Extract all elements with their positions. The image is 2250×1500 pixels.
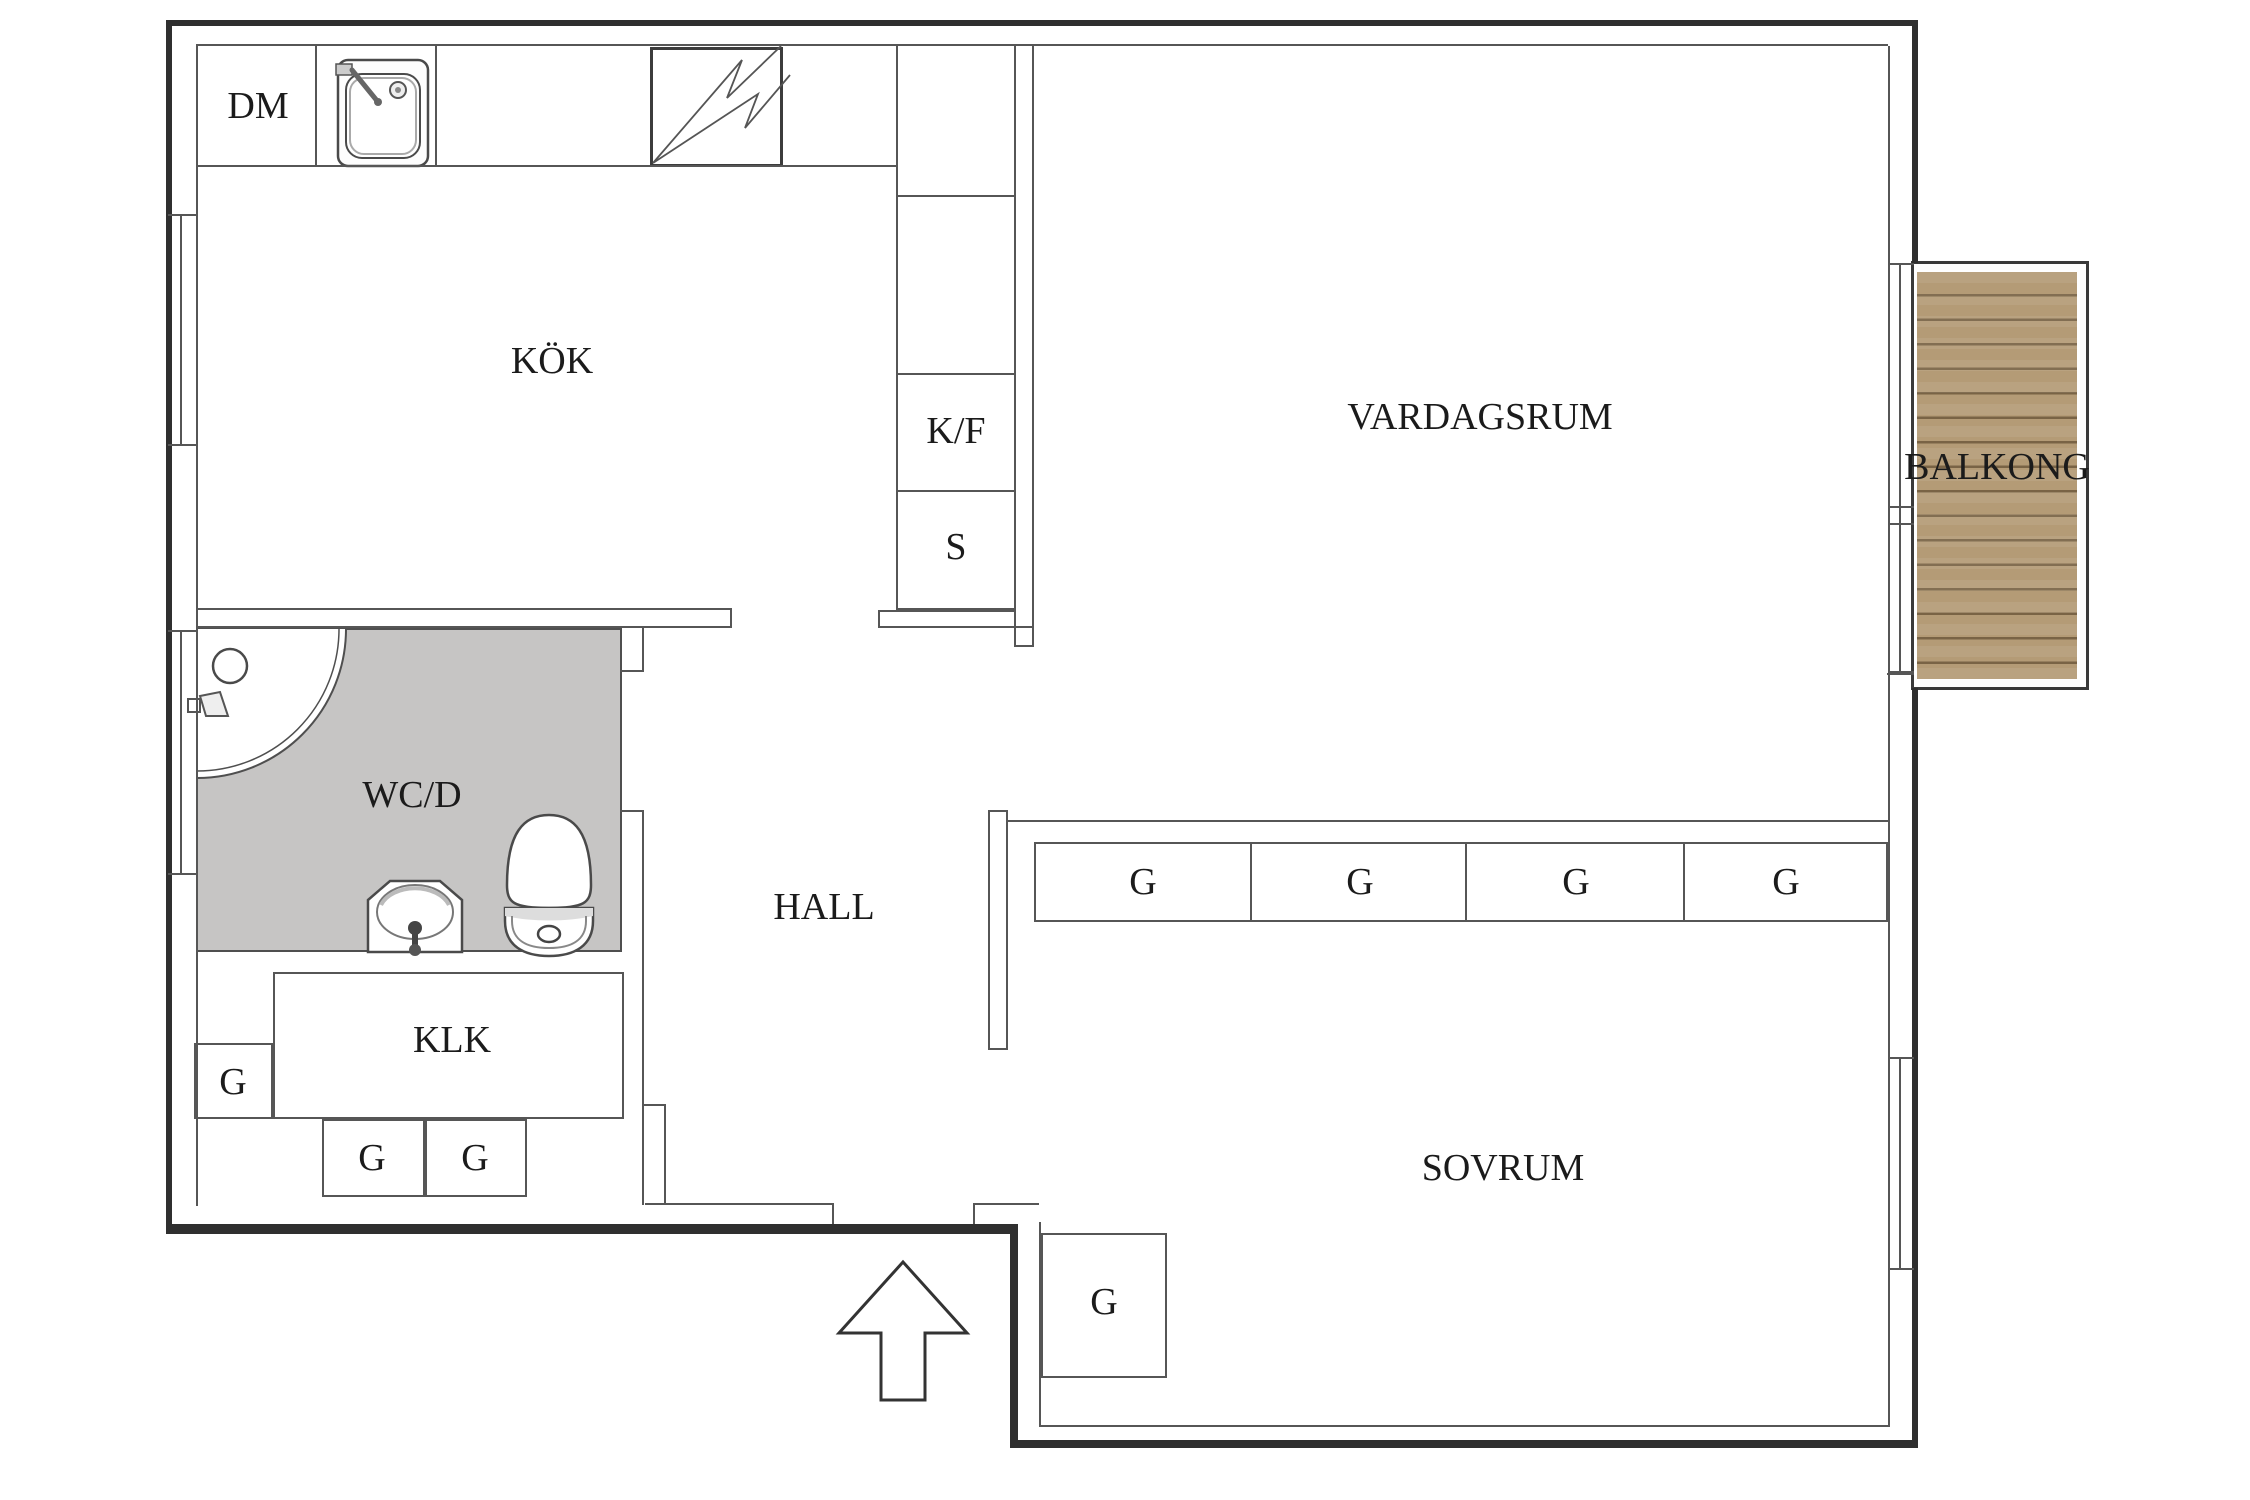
wardrobe-row-divider (1465, 842, 1467, 922)
closet-klk-box (273, 972, 624, 1119)
wall-entry-vertical-outer (1010, 1224, 1018, 1448)
wardrobe-label-klk-1: G (358, 1137, 386, 1179)
bedroom-wall-right (1006, 810, 1008, 1050)
wall-left-outer (166, 20, 172, 1232)
wardrobe-row-box (1034, 842, 1888, 922)
column-divider (898, 195, 1015, 197)
wardrobe-klk-box-1 (322, 1119, 425, 1197)
window-tick (1888, 1268, 1914, 1270)
counter-divider-sink (435, 44, 437, 167)
wall-cap (988, 1048, 1008, 1050)
wall-top-outer (166, 20, 1918, 26)
wall-right-outer-lower (1912, 688, 1918, 1448)
dishwasher-label: DM (227, 85, 289, 127)
fridge-freezer-label: K/F (926, 410, 986, 452)
wall-right-outer-upper (1912, 20, 1918, 263)
wall-step-vertical (664, 1104, 666, 1205)
room-label-bedroom: SOVRUM (1421, 1147, 1585, 1189)
bedroom-wall-left (988, 810, 990, 1050)
wall-right-inner (1888, 46, 1890, 1427)
column-bottom (898, 608, 1015, 610)
door-jamb (973, 1203, 975, 1224)
door-jamb (730, 608, 732, 628)
sink-icon (335, 58, 430, 168)
wall-top-inner (196, 44, 1888, 46)
wall-bottom-right-outer (1010, 1440, 1918, 1448)
wall-step (642, 1104, 666, 1106)
column-wall-outer (1032, 44, 1034, 647)
hall-west-wall (642, 810, 644, 1205)
wardrobe-label-bedroom-1: G (1129, 861, 1157, 903)
wardrobe-label-entry: G (1090, 1281, 1118, 1323)
room-label-hall: HALL (773, 886, 875, 928)
room-label-bathroom: WC/D (362, 774, 462, 816)
window-kitchen-mid (180, 214, 182, 446)
entry-stub-top (973, 1203, 1039, 1205)
wardrobe-label-bedroom-2: G (1346, 861, 1374, 903)
door-jamb (878, 610, 880, 628)
kitchen-bottom-wall-bottom (196, 626, 732, 628)
bedroom-top-wall (1006, 820, 1888, 822)
window-tick (1888, 1057, 1914, 1059)
bathroom-wall-stub (642, 628, 644, 672)
kitchen-bottom-wall-top (196, 608, 732, 610)
wall-cap (988, 810, 1008, 812)
counter-bottom (196, 165, 898, 167)
room-label-closet: KLK (412, 1019, 492, 1061)
wall-cap (620, 810, 644, 812)
counter-divider-dm (315, 44, 317, 167)
wardrobe-label-klk-2: G (461, 1137, 489, 1179)
column-divider (898, 373, 1015, 375)
pantry-label: S (945, 526, 967, 568)
wall-left-inner (196, 44, 198, 1206)
counter-end-and-column-left (896, 44, 898, 610)
wardrobe-entry-box (1041, 1233, 1167, 1378)
hall-top-wall-bottom (878, 626, 1034, 628)
wall-entry-vertical-inner (1039, 1222, 1041, 1427)
wall-cap (1887, 673, 1914, 675)
wardrobe-label-bedroom-4: G (1772, 861, 1800, 903)
wall-cap (1014, 645, 1034, 647)
window-tick (1888, 523, 1914, 525)
wardrobe-row-divider (1250, 842, 1252, 922)
hall-top-wall-top (878, 610, 1015, 612)
wardrobe-klk-box-2 (425, 1119, 527, 1197)
window-tick (168, 630, 196, 632)
wardrobe-row-divider (1683, 842, 1685, 922)
room-label-kitchen: KÖK (510, 340, 594, 382)
wall-bottom-right-inner (1039, 1425, 1888, 1427)
entry-wall-inner (645, 1203, 832, 1205)
window-tick (1888, 263, 1914, 265)
entrance-arrow-icon (835, 1259, 971, 1402)
window-tick (168, 214, 196, 216)
stove-icon (650, 47, 783, 167)
column-wall-inner (1014, 44, 1016, 647)
balcony-deck (1917, 272, 2077, 679)
window-tick (168, 873, 196, 875)
door-jamb (832, 1203, 834, 1224)
window-tick (1888, 506, 1914, 508)
room-label-balcony: BALKONG (1904, 446, 2090, 488)
balcony-door-mid (1899, 263, 1901, 673)
wardrobe-hall-box (194, 1043, 273, 1119)
wardrobe-label-bedroom-3: G (1562, 861, 1590, 903)
window-bedroom-mid (1899, 1057, 1901, 1270)
wall-cap (620, 670, 644, 672)
room-label-living-room: VARDAGSRUM (1347, 396, 1613, 438)
wardrobe-label-hall: G (219, 1061, 247, 1103)
window-tick (168, 444, 196, 446)
column-divider (898, 490, 1015, 492)
window-tick (1888, 671, 1914, 673)
window-bathroom-mid (180, 630, 182, 875)
wall-bottom-left-outer (166, 1224, 1016, 1234)
